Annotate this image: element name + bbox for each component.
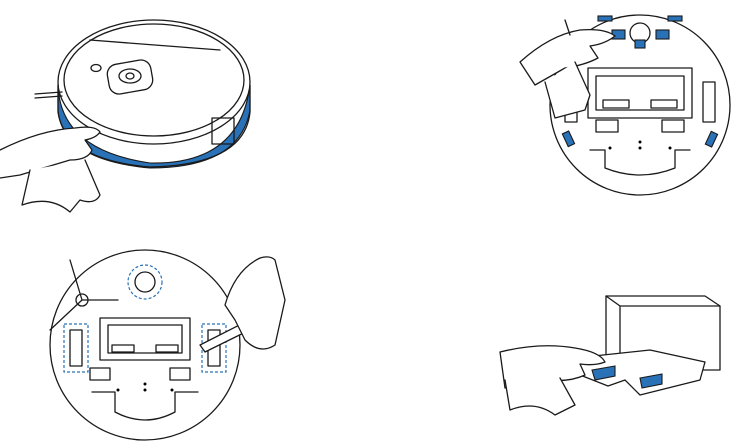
robot-vacuum-underside-icon	[49, 249, 241, 441]
hand-with-cloth-icon	[499, 345, 606, 416]
robot-vacuum-top-icon	[34, 19, 251, 169]
hand-with-cloth-icon	[0, 126, 101, 213]
hand-icon	[224, 256, 286, 350]
side-brush-icon	[49, 259, 119, 331]
hand-with-cloth-icon	[519, 19, 616, 119]
charging-dock-icon	[574, 295, 721, 396]
